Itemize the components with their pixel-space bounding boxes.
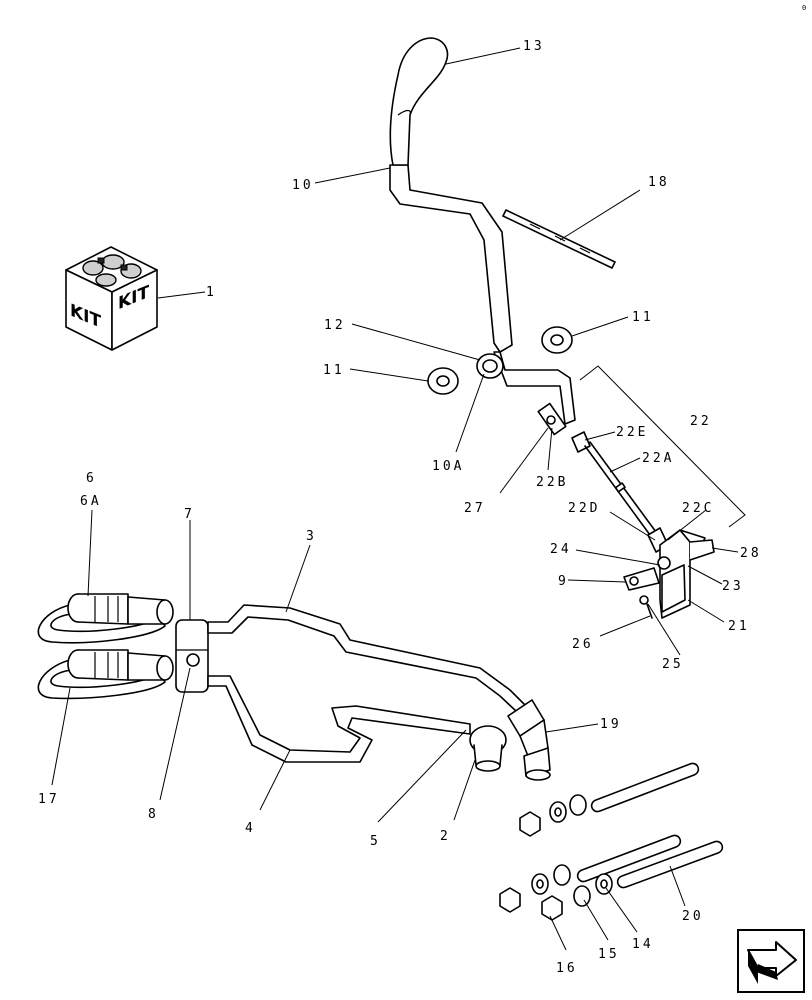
bolt-middle: [499, 834, 682, 913]
callout-10a: 10A: [432, 459, 464, 474]
callout-22e: 22E: [616, 425, 648, 440]
bolt-upper: [519, 762, 700, 837]
callout-11-right: 11: [632, 310, 654, 325]
callout-22: 22: [690, 414, 712, 429]
callout-18: 18: [648, 175, 670, 190]
callout-24: 24: [550, 542, 572, 557]
callout-10: 10: [292, 178, 314, 193]
callout-22d: 22D: [568, 501, 600, 516]
callout-6a: 6A: [80, 494, 102, 509]
group-bracket-22: [579, 365, 746, 528]
hydraulic-tube-3: [207, 604, 526, 713]
callout-1: 1: [206, 285, 217, 300]
callout-3: 3: [306, 529, 317, 544]
callout-2: 2: [440, 829, 451, 844]
callout-16: 16: [556, 961, 578, 976]
callout-labels: 1 13 10 18 12 11 11 10A 22 22E 22A 22B 2…: [38, 39, 762, 976]
washer-left: [427, 367, 459, 395]
corner-mark: 0: [802, 4, 809, 12]
callout-22a: 22A: [642, 451, 674, 466]
next-page-arrow-icon[interactable]: [737, 929, 805, 993]
tube-clamp: [175, 619, 209, 693]
callout-22b: 22B: [536, 475, 568, 490]
callout-20: 20: [682, 909, 704, 924]
callout-5: 5: [370, 834, 381, 849]
decal-strip: [502, 209, 616, 269]
callout-8: 8: [148, 807, 159, 822]
kit-fittings-icon: [82, 254, 142, 287]
callout-15: 15: [598, 947, 620, 962]
washer-right: [541, 326, 573, 354]
callout-19: 19: [600, 717, 622, 732]
callout-13: 13: [523, 39, 545, 54]
callout-28: 28: [740, 546, 762, 561]
callout-4: 4: [245, 821, 256, 836]
callout-22c: 22C: [682, 501, 714, 516]
kit-box: KIT KIT: [65, 246, 158, 351]
callout-27: 27: [464, 501, 486, 516]
coupler-upper: [67, 593, 174, 625]
callout-6: 6: [86, 471, 97, 486]
coupler-lower: [67, 649, 174, 681]
callout-7: 7: [184, 507, 195, 522]
control-lever: [389, 37, 576, 425]
callout-26: 26: [572, 637, 594, 652]
callout-21: 21: [728, 619, 750, 634]
callout-23: 23: [722, 579, 744, 594]
callout-14: 14: [632, 937, 654, 952]
elbow-fitting-19: [507, 699, 551, 781]
callout-9: 9: [558, 574, 569, 589]
callout-17: 17: [38, 792, 60, 807]
callout-11-left: 11: [323, 363, 345, 378]
leader-lines: [51, 47, 739, 951]
elbow-fitting-2: [469, 725, 507, 772]
hydraulic-tube-4: [207, 675, 471, 763]
linkage-rod: [537, 402, 669, 553]
callout-25: 25: [662, 657, 684, 672]
bracket-assembly: [623, 529, 715, 619]
bolt-lower: [541, 840, 724, 921]
callout-12: 12: [324, 318, 346, 333]
